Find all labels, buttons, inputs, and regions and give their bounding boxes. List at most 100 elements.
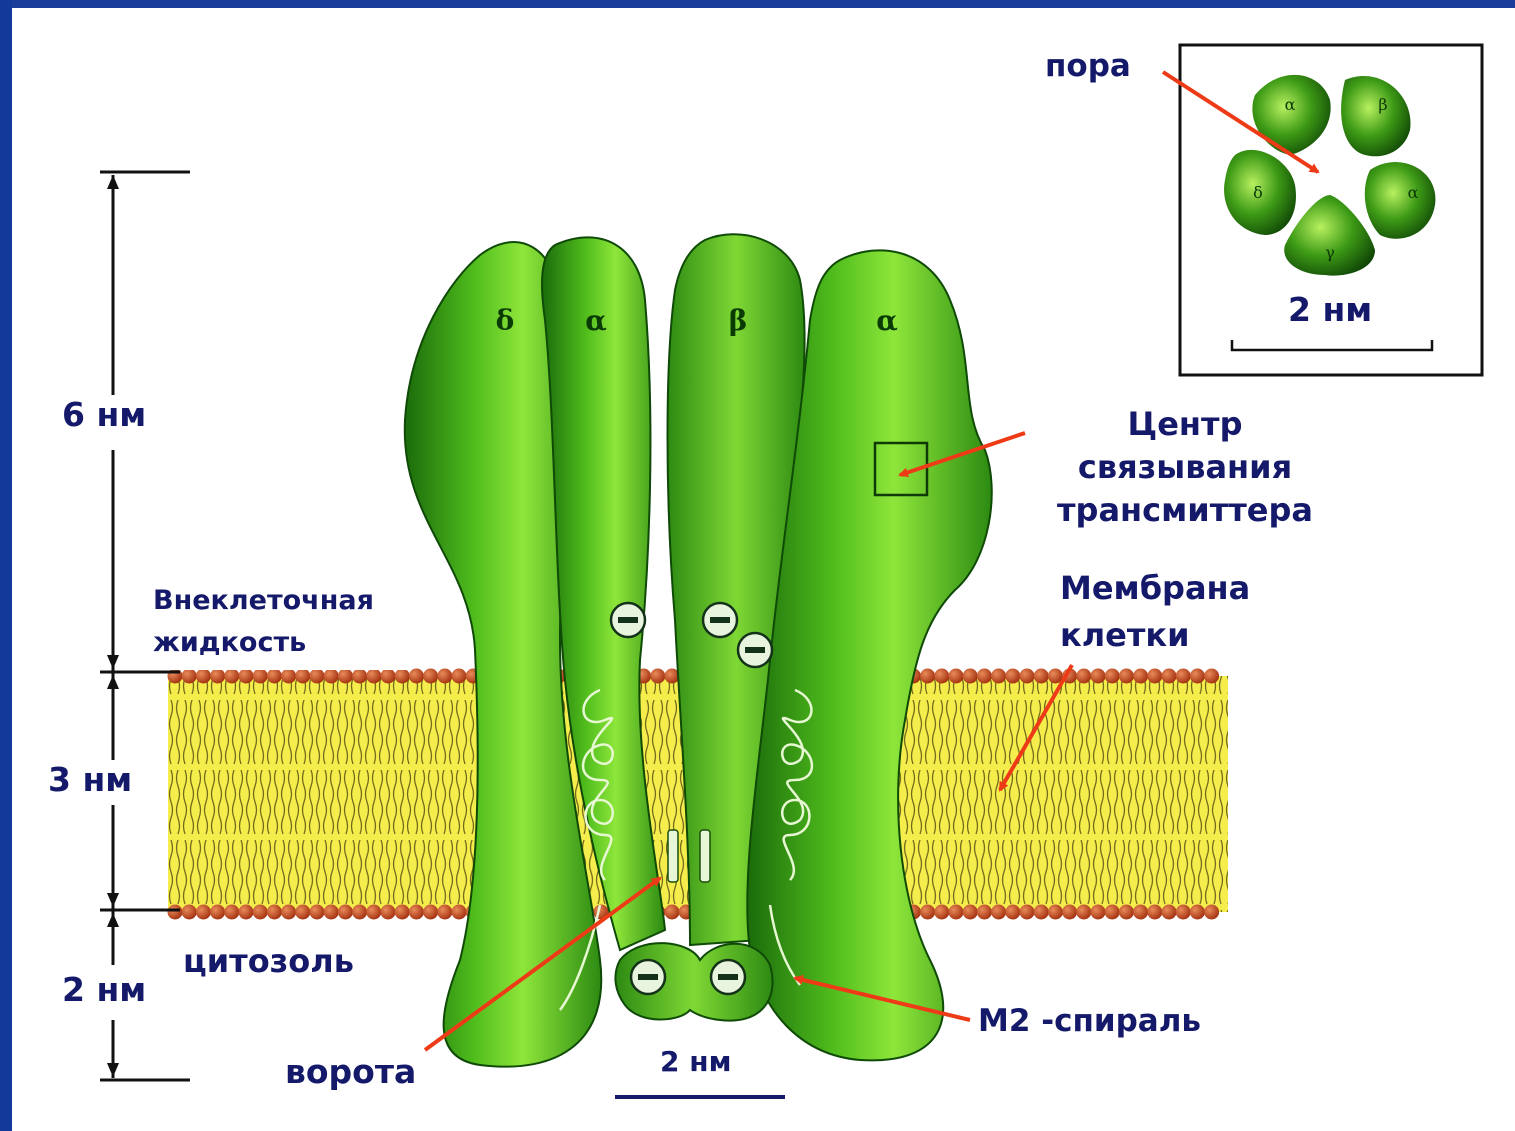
lipid-head [977, 669, 992, 684]
lipid-head [224, 905, 239, 920]
inset-label-alpha: α [1285, 95, 1296, 114]
negative-charge [631, 960, 665, 994]
gate-bar-right [700, 830, 710, 882]
lipid-head [1133, 669, 1148, 684]
cytosol-label: цитозоль [183, 942, 354, 980]
binding-site-label-line: связывания [1035, 446, 1335, 489]
lipid-head [239, 669, 254, 684]
lipid-head [310, 905, 325, 920]
lipid-head [991, 905, 1006, 920]
lipid-head [1190, 905, 1205, 920]
lipid-head [963, 669, 978, 684]
lipid-head [1034, 669, 1049, 684]
lipid-head [1062, 905, 1077, 920]
lipid-head [168, 905, 183, 920]
lipid-head [1119, 669, 1134, 684]
lipid-head [381, 905, 396, 920]
subunit-label: β [729, 304, 748, 337]
lipid-head [1005, 905, 1020, 920]
extracellular-label: Внеклеточная жидкость [153, 580, 374, 664]
lipid-head [1133, 905, 1148, 920]
extracellular-label-line: жидкость [153, 622, 374, 664]
extracellular-label-line: Внеклеточная [153, 580, 374, 622]
lipid-head [210, 669, 225, 684]
inset-label-delta: δ [1253, 183, 1263, 202]
inset-label-beta: β [1378, 95, 1387, 114]
lipid-head [409, 669, 424, 684]
gate-label: ворота [285, 1052, 416, 1091]
lipid-head [665, 905, 680, 920]
lipid-head [1005, 669, 1020, 684]
lipid-head [949, 905, 964, 920]
lipid-head [196, 669, 211, 684]
lipid-head [1048, 905, 1063, 920]
gate-bar-left [668, 830, 678, 882]
lipid-head [1076, 669, 1091, 684]
membrane-label-line: Мембрана [1060, 565, 1250, 612]
lipid-head [381, 669, 396, 684]
lipid-head [310, 669, 325, 684]
subunit-label: δ [496, 304, 515, 337]
negative-charge [711, 960, 745, 994]
lipid-head [295, 669, 310, 684]
lipid-head [1034, 905, 1049, 920]
lipid-head [210, 905, 225, 920]
negative-charge [703, 603, 737, 637]
lipid-head [182, 669, 197, 684]
m2-helix-label: М2 -спираль [978, 1003, 1201, 1039]
binding-site-label: Центр связывания трансмиттера [1035, 403, 1335, 532]
lipid-head [338, 669, 353, 684]
membrane-label: Мембрана клетки [1060, 565, 1250, 659]
scale-label-6nm: 6 нм [62, 395, 146, 434]
lipid-head [295, 905, 310, 920]
lipid-head [281, 905, 296, 920]
lipid-head [437, 905, 452, 920]
lipid-head [452, 669, 467, 684]
scale-label-3nm: 3 нм [48, 760, 132, 799]
lipid-head [196, 905, 211, 920]
lipid-head [1176, 905, 1191, 920]
lipid-head [224, 669, 239, 684]
lipid-head [977, 905, 992, 920]
lipid-head [1162, 905, 1177, 920]
pore-label: пора [1045, 48, 1131, 84]
lipid-head [338, 905, 353, 920]
lipid-head [1119, 905, 1134, 920]
lipid-head [366, 905, 381, 920]
lipid-head [324, 905, 339, 920]
lipid-head [366, 669, 381, 684]
lipid-head [1091, 905, 1106, 920]
pore-width-label: 2 нм [660, 1045, 731, 1078]
lipid-head [1020, 669, 1035, 684]
inset-scale-label: 2 нм [1288, 290, 1372, 329]
binding-site-label-line: трансмиттера [1035, 489, 1335, 532]
lipid-head [1076, 905, 1091, 920]
lipid-head [1190, 669, 1205, 684]
lipid-head [1162, 669, 1177, 684]
inset-label-gamma: γ [1325, 243, 1335, 262]
negative-charge [611, 603, 645, 637]
lipid-head [423, 669, 438, 684]
lipid-head [395, 669, 410, 684]
lipid-head [395, 905, 410, 920]
lipid-head [1204, 669, 1219, 684]
lipid-head [253, 905, 268, 920]
lipid-head [991, 669, 1006, 684]
lipid-head [423, 905, 438, 920]
negative-charge [738, 633, 772, 667]
lipid-head [281, 669, 296, 684]
lipid-head [324, 669, 339, 684]
scale-label-2nm: 2 нм [62, 970, 146, 1009]
lipid-head [920, 669, 935, 684]
lipid-head [352, 905, 367, 920]
inset-label-alpha-2: α [1408, 183, 1419, 202]
lipid-head [963, 905, 978, 920]
lipid-head [253, 669, 268, 684]
binding-site-label-line: Центр [1035, 403, 1335, 446]
lipid-head [1105, 669, 1120, 684]
lipid-head [267, 905, 282, 920]
lipid-head [949, 669, 964, 684]
lipid-head [934, 669, 949, 684]
lipid-head [452, 905, 467, 920]
lipid-head [352, 669, 367, 684]
